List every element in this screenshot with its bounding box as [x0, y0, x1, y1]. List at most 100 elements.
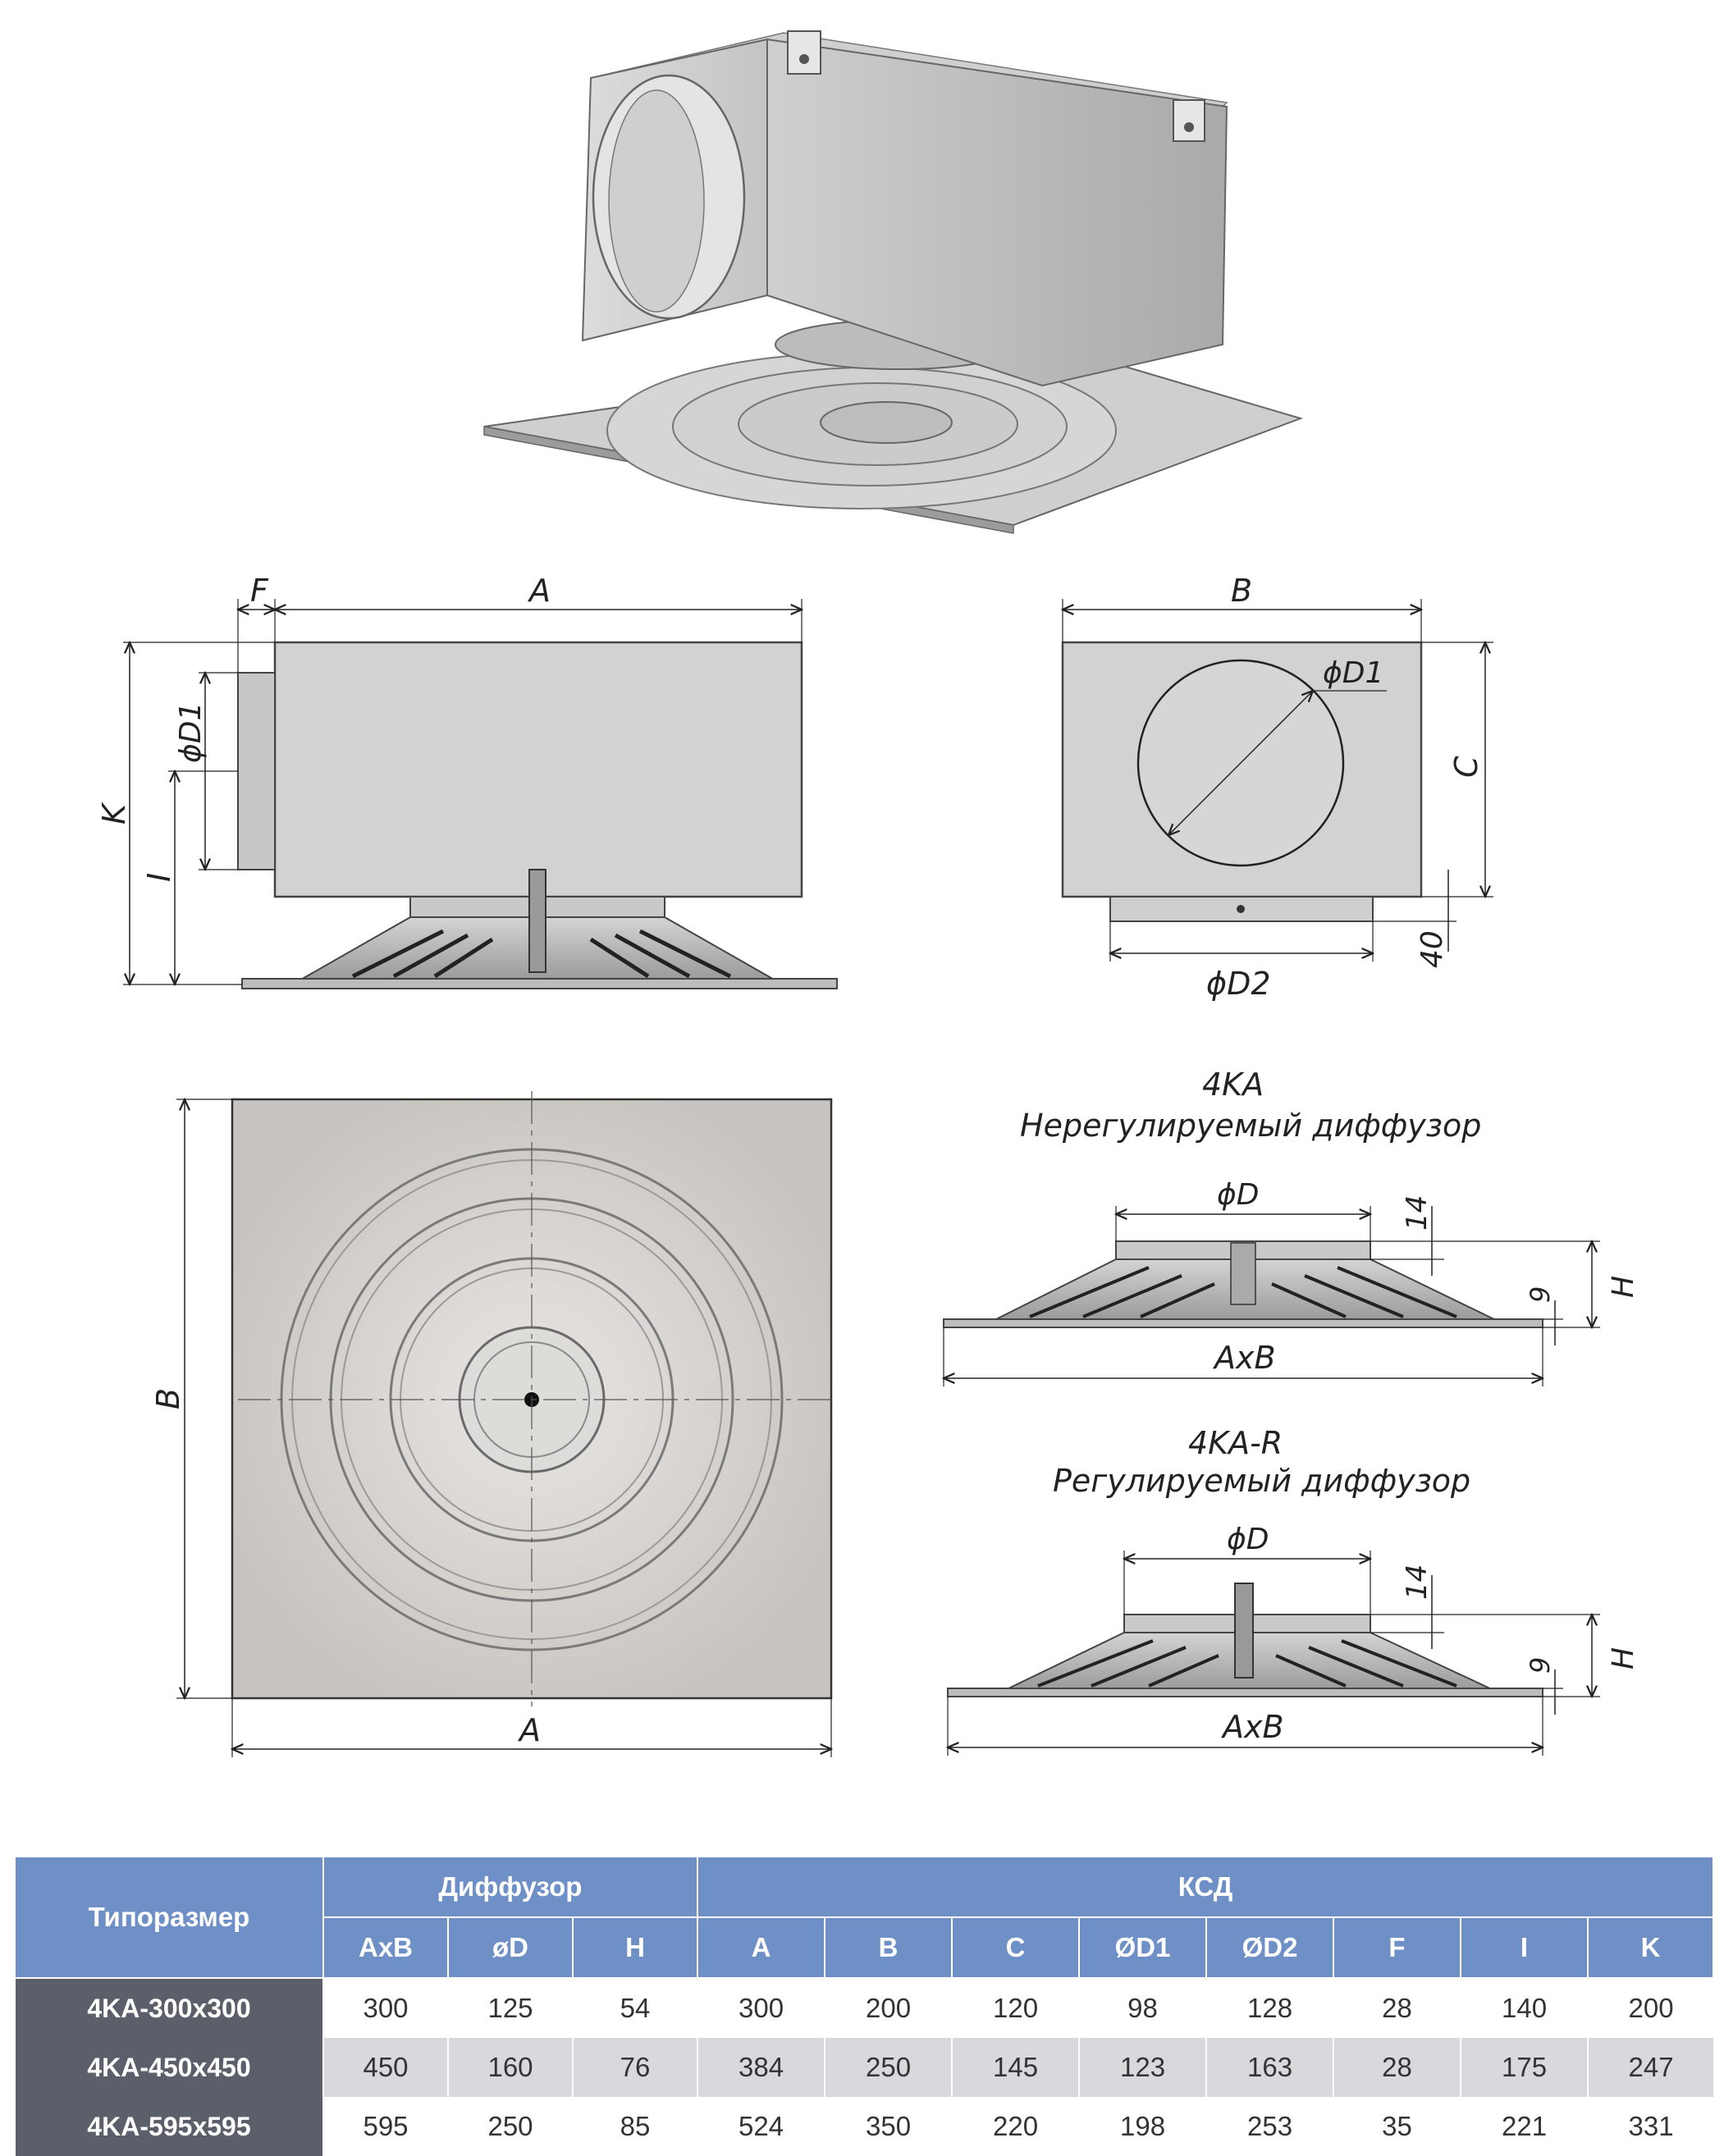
table-cell: 160: [447, 2038, 573, 2097]
label-A: A: [527, 573, 551, 609]
table-row: 4KA-595x595 595 250 85 524 350 220 198 2…: [14, 2097, 1714, 2156]
col-header: F: [1333, 1916, 1462, 1979]
table-cell: 250: [824, 2038, 953, 2097]
table-cell: 28: [1333, 2038, 1461, 2097]
subtitle-4ka-r: Регулируемый диффузор: [1053, 1463, 1470, 1499]
iso-bracket-2-hole: [1184, 122, 1194, 132]
4ka-blades: [1029, 1266, 1457, 1318]
label-D-4ka: ϕD: [1217, 1178, 1259, 1212]
row-model: 4KA-595x595: [14, 2097, 323, 2156]
label-14-4ka: 14: [1401, 1195, 1434, 1231]
col-header: C: [951, 1916, 1081, 1979]
front-view: B ϕD1 C 40 ϕD2: [1063, 573, 1493, 1002]
iso-bracket-2: [1173, 99, 1205, 142]
table-cell: 350: [824, 2097, 953, 2156]
table-cell: 450: [322, 2038, 448, 2097]
label-AxB-4ka: AxB: [1212, 1340, 1276, 1376]
spec-table: Типоразмер Диффузор КСД AxB øD H A B C Ø…: [14, 1856, 1715, 2156]
table-cell: 28: [1333, 1978, 1461, 2038]
col-header: K: [1587, 1916, 1715, 1979]
table-cell: 140: [1460, 1978, 1589, 2038]
table-cell: 145: [951, 2038, 1080, 2097]
label-D-4kar: ϕD: [1227, 1523, 1269, 1556]
col-header: ØD2: [1205, 1916, 1335, 1979]
title-4ka: 4KA: [1202, 1067, 1264, 1103]
table-cell: 200: [1587, 1978, 1714, 2038]
dim-line-D1-front: [1168, 691, 1313, 835]
subtitle-4ka: Нерегулируемый диффузор: [1020, 1108, 1481, 1144]
table-cell: 247: [1587, 2038, 1714, 2097]
table-cell: 300: [697, 1978, 825, 2038]
label-B-plan: B: [150, 1388, 186, 1409]
table-cell: 123: [1078, 2038, 1207, 2097]
iso-box-side: [766, 38, 1228, 387]
label-I: I: [141, 873, 177, 882]
col-header: ØD1: [1078, 1916, 1208, 1979]
label-14-4kar: 14: [1401, 1564, 1434, 1600]
iso-ring-4: [820, 401, 953, 444]
table-cell: 331: [1587, 2097, 1714, 2156]
table-cell: 253: [1205, 2097, 1334, 2156]
row-model: 4KA-450x450: [14, 2038, 323, 2097]
table-cell: 76: [571, 2038, 698, 2097]
4ka-plate: [943, 1318, 1543, 1328]
iso-bracket-1: [787, 30, 821, 75]
table-cell: 300: [322, 1978, 448, 2038]
table-row: 4KA-300x300 300 125 54 300 200 120 98 12…: [14, 1978, 1714, 2038]
table-cell: 125: [447, 1978, 573, 2038]
diffuser-adjustable-section: 4KA-R Регулируемый диффузор ϕD 14 H 9 Ax…: [948, 1425, 1640, 1756]
side-view: F A K I ϕD1: [96, 573, 838, 989]
ksd-group-header: КСД: [697, 1856, 1715, 1918]
label-9-4kar: 9: [1525, 1657, 1556, 1674]
title-4ka-r: 4KA-R: [1188, 1425, 1283, 1461]
diffuser-fixed-section: 4KA Нерегулируемый диффузор ϕD 14 H 9 Ax…: [944, 1067, 1640, 1386]
table-cell: 175: [1460, 2038, 1589, 2097]
label-AxB-4kar: AxB: [1220, 1709, 1284, 1745]
label-D1-front: ϕD1: [1323, 656, 1383, 690]
table-cell: 220: [951, 2097, 1080, 2156]
table-cell: 35: [1333, 2097, 1461, 2156]
col-header: øD: [447, 1916, 574, 1979]
label-F: F: [250, 573, 269, 609]
table-cell: 85: [571, 2097, 698, 2156]
table-header-group-row: Типоразмер Диффузор КСД: [14, 1856, 1715, 1979]
table-cell: 384: [697, 2038, 825, 2097]
label-B-front: B: [1231, 573, 1252, 609]
side-plate: [241, 978, 838, 989]
side-box: [273, 641, 803, 898]
isometric-view: [483, 30, 1304, 534]
col-header: H: [571, 1916, 699, 1979]
label-40: 40: [1415, 930, 1449, 968]
front-neck-screw: [1237, 905, 1245, 913]
table-cell: 54: [571, 1978, 698, 2038]
4kar-spindle: [1234, 1583, 1254, 1679]
4kar-blades: [1037, 1639, 1457, 1688]
table-cell: 595: [322, 2097, 448, 2156]
table-cell: 524: [697, 2097, 825, 2156]
label-D1-side: ϕD1: [174, 702, 208, 763]
4ka-hub: [1230, 1242, 1256, 1305]
col-header: AxB: [322, 1916, 449, 1979]
table-cell: 128: [1205, 1978, 1334, 2038]
iso-bracket-1-hole: [799, 54, 809, 64]
label-K: K: [96, 802, 132, 824]
table-row: 4KA-450x450 450 160 76 384 250 145 123 1…: [14, 2038, 1714, 2097]
diffuser-group-header: Диффузор: [322, 1856, 699, 1918]
label-D2: ϕD2: [1206, 966, 1271, 1002]
table-cell: 98: [1078, 1978, 1207, 2038]
table-cell: 250: [447, 2097, 573, 2156]
label-A-plan: A: [517, 1712, 541, 1748]
table-cell: 198: [1078, 2097, 1207, 2156]
side-spindle: [528, 869, 546, 973]
label-C: C: [1448, 756, 1484, 778]
label-H-4kar: H: [1607, 1647, 1640, 1670]
label-9-4ka: 9: [1525, 1286, 1556, 1303]
table-header-row: AxB øD H A B C ØD1 ØD2 F I K: [15, 1916, 1715, 1979]
label-H-4ka: H: [1607, 1276, 1640, 1298]
col-header: A: [697, 1916, 826, 1979]
row-model: 4KA-300x300: [14, 1978, 323, 2038]
col-header: I: [1460, 1916, 1589, 1979]
side-blade-lines: [351, 929, 732, 979]
table-cell: 120: [951, 1978, 1080, 2038]
iso-inlet-inner: [608, 89, 705, 313]
